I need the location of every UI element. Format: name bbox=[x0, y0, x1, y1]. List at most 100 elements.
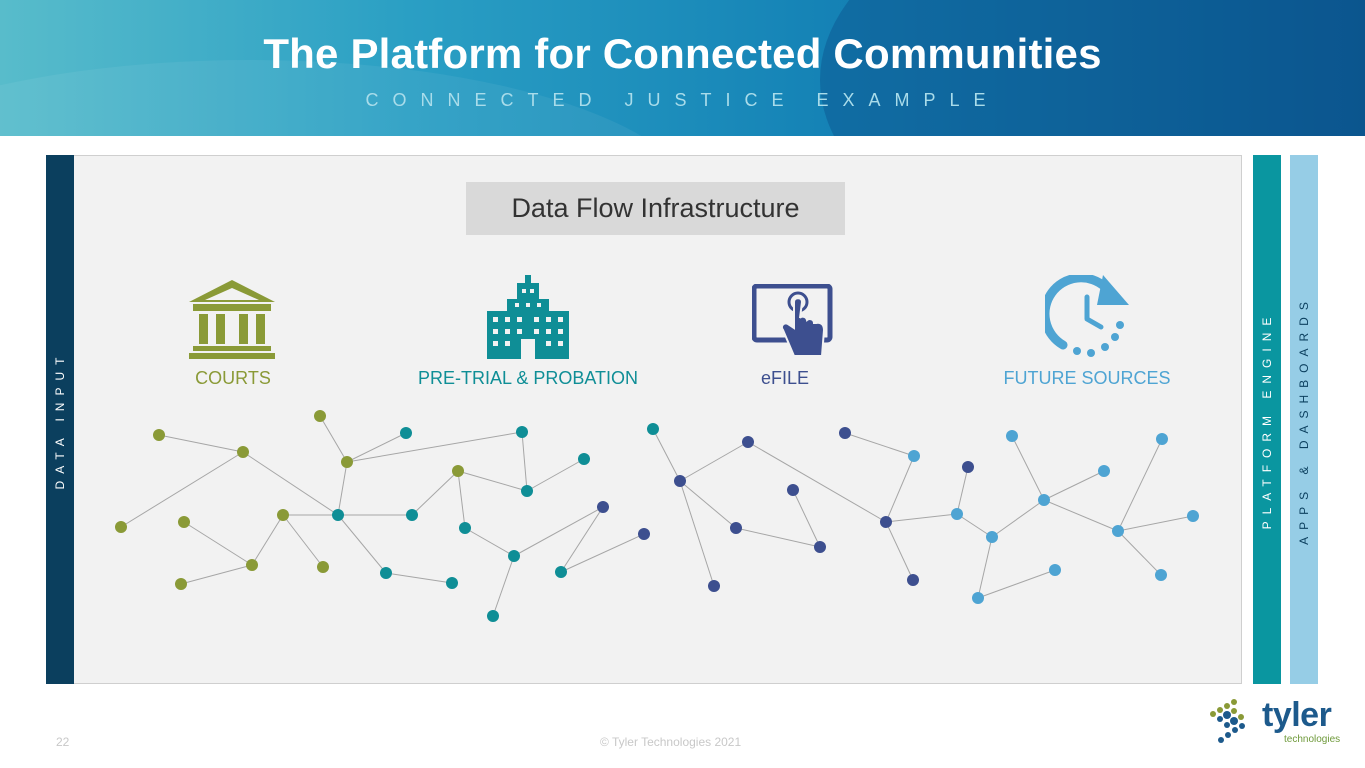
data-flow-panel bbox=[46, 155, 1242, 684]
network-link bbox=[1117, 515, 1194, 532]
network-node-efile bbox=[638, 528, 650, 540]
source-label-courts: COURTS bbox=[195, 368, 271, 388]
network-link bbox=[977, 569, 1056, 599]
page-subtitle: CONNECTED JUSTICE EXAMPLE bbox=[365, 90, 1000, 110]
network-node-courts bbox=[314, 410, 326, 422]
network-node-future bbox=[1049, 564, 1061, 576]
network-link bbox=[792, 489, 821, 548]
network-node-pretrial bbox=[508, 550, 520, 562]
network-node-courts bbox=[237, 446, 249, 458]
network-node-courts bbox=[115, 521, 127, 533]
network-link bbox=[513, 506, 604, 557]
network-link bbox=[521, 431, 528, 492]
network-node-pretrial bbox=[406, 509, 418, 521]
network-node-future bbox=[951, 508, 963, 520]
network-node-courts bbox=[178, 516, 190, 528]
network-link bbox=[120, 451, 244, 528]
network-link bbox=[457, 470, 466, 529]
network-node-future bbox=[1187, 510, 1199, 522]
touch-tablet-icon bbox=[752, 284, 834, 360]
page-number: 22 bbox=[56, 735, 70, 749]
network-node-future bbox=[972, 592, 984, 604]
network-node-pretrial bbox=[487, 610, 499, 622]
network-link bbox=[679, 480, 737, 529]
building-icon bbox=[487, 275, 569, 359]
source-label-future: FUTURE SOURCES bbox=[1003, 368, 1171, 388]
network-node-efile bbox=[839, 427, 851, 439]
logo-subtext: technologies bbox=[1284, 734, 1341, 745]
header-swoosh bbox=[820, 0, 1365, 136]
network-node-pretrial bbox=[459, 522, 471, 534]
source-label-efile: eFILE bbox=[760, 368, 810, 388]
logo-wordmark: tyler bbox=[1262, 696, 1332, 734]
tyler-logo-mark bbox=[1210, 699, 1245, 743]
data-flow-heading: Data Flow Infrastructure bbox=[466, 182, 845, 235]
network-node-pretrial bbox=[446, 577, 458, 589]
network-node-pretrial bbox=[516, 426, 528, 438]
network-node-future bbox=[1156, 433, 1168, 445]
network-node-efile bbox=[730, 522, 742, 534]
network-node-pretrial bbox=[380, 567, 392, 579]
network-node-efile bbox=[708, 580, 720, 592]
network-node-efile bbox=[787, 484, 799, 496]
network-node-pretrial bbox=[332, 509, 344, 521]
source-label-pretrial: PRE-TRIAL & PROBATION bbox=[417, 368, 639, 388]
apps-dashboards-bar: APPS & DASHBOARDS bbox=[1290, 155, 1318, 684]
network-node-courts bbox=[153, 429, 165, 441]
network-link bbox=[652, 428, 681, 482]
network-node-courts bbox=[341, 456, 353, 468]
network-link bbox=[560, 506, 604, 573]
network-node-efile bbox=[907, 574, 919, 586]
network-link bbox=[1117, 438, 1163, 532]
network-node-courts bbox=[175, 578, 187, 590]
network-link bbox=[977, 536, 993, 599]
network-link bbox=[251, 514, 284, 566]
network-link bbox=[844, 432, 915, 457]
copyright: © Tyler Technologies 2021 bbox=[600, 735, 742, 749]
network-node-pretrial bbox=[521, 485, 533, 497]
network-node-courts bbox=[277, 509, 289, 521]
network-link bbox=[885, 521, 914, 581]
network-link bbox=[735, 527, 821, 548]
network-node-courts bbox=[317, 561, 329, 573]
network-link bbox=[282, 514, 324, 568]
clock-refresh-icon bbox=[1045, 275, 1133, 359]
network-node-future bbox=[1155, 569, 1167, 581]
network-link bbox=[885, 455, 915, 523]
network-node-future bbox=[1112, 525, 1124, 537]
network-link bbox=[346, 432, 407, 463]
network-node-efile bbox=[597, 501, 609, 513]
network-node-pretrial bbox=[647, 423, 659, 435]
network-link bbox=[560, 533, 645, 573]
data-input-bar: DATA INPUT bbox=[46, 155, 74, 684]
network-link bbox=[158, 434, 244, 453]
network-node-pretrial bbox=[578, 453, 590, 465]
network-link bbox=[180, 564, 253, 585]
network-link bbox=[679, 441, 749, 482]
network-node-efile bbox=[814, 541, 826, 553]
network-node-efile bbox=[674, 475, 686, 487]
network-link bbox=[956, 513, 993, 538]
network-link bbox=[679, 480, 715, 587]
network-link bbox=[319, 415, 348, 463]
network-link bbox=[885, 513, 958, 523]
network-link bbox=[1043, 470, 1105, 501]
network-link bbox=[464, 527, 515, 557]
network-link bbox=[991, 499, 1045, 538]
network-node-future bbox=[1006, 430, 1018, 442]
network-link bbox=[337, 461, 348, 516]
network-node-future bbox=[1038, 494, 1050, 506]
network-node-pretrial bbox=[555, 566, 567, 578]
network-link bbox=[242, 451, 339, 516]
network-link bbox=[747, 441, 887, 523]
network-link bbox=[457, 470, 528, 492]
network-link bbox=[337, 514, 387, 574]
network-link bbox=[492, 555, 515, 617]
network-node-pretrial bbox=[400, 427, 412, 439]
network-link bbox=[385, 572, 453, 584]
network-node-efile bbox=[742, 436, 754, 448]
network-link bbox=[183, 521, 253, 566]
network-node-courts bbox=[246, 559, 258, 571]
network-link bbox=[1011, 435, 1045, 501]
